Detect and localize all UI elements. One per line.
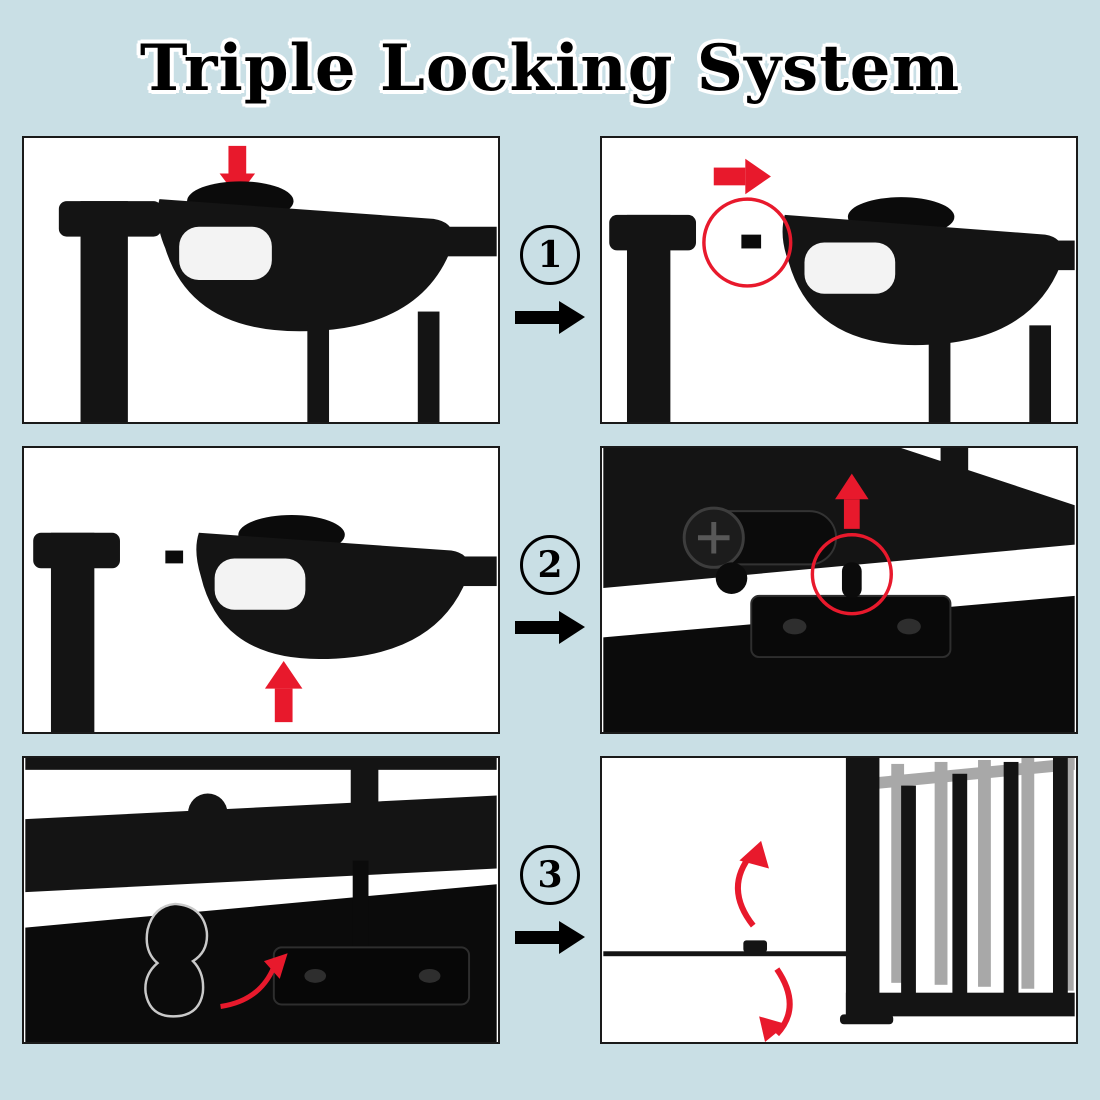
foot-pedal-closeup-illustration <box>25 757 497 1042</box>
step-arrow-icon <box>515 920 585 954</box>
screw-icon <box>418 968 441 983</box>
panel-step2-left <box>22 445 500 734</box>
foot-pedal-outline <box>144 902 209 1018</box>
red-swing-up-arrow-icon <box>734 840 769 928</box>
step-connector-2: 2 <box>500 446 600 734</box>
step-arrow-icon <box>515 300 585 334</box>
step-connector-3: 3 <box>500 756 600 1044</box>
red-highlight-circle-icon <box>810 532 893 615</box>
screw-icon <box>782 618 807 634</box>
panel-step1-left <box>22 135 500 424</box>
diagram-title: Triple Locking System <box>139 31 961 106</box>
panel-step3-right <box>600 755 1078 1044</box>
bottom-latch-closeup-illustration <box>603 447 1075 732</box>
screw-icon <box>897 618 921 634</box>
latch-pin <box>165 550 184 563</box>
handle-release-button <box>179 226 272 280</box>
gate-handle-slide-illustration <box>609 158 1075 422</box>
step-arrow-icon <box>515 610 585 644</box>
step-row-2: 2 <box>22 445 1078 734</box>
latch-pin <box>741 234 762 249</box>
bottom-pin <box>841 561 862 598</box>
red-up-arrow-icon <box>835 473 869 529</box>
gate-swing-both-ways-illustration <box>603 757 1075 1042</box>
floor-latch-base <box>272 945 471 1006</box>
step-row-1: 1 <box>22 135 1078 424</box>
step-row-3: 3 <box>22 755 1078 1044</box>
gate-handle-lift-up-illustration <box>33 514 497 732</box>
panel-step1-right <box>600 135 1078 424</box>
gate-frame-post <box>845 757 880 1016</box>
red-up-arrow-icon <box>264 660 303 722</box>
step-number-badge: 1 <box>520 224 580 285</box>
red-right-arrow-icon <box>713 158 771 194</box>
handle-release-button <box>804 242 896 294</box>
step-number-badge: 3 <box>520 844 580 905</box>
handle-release-button <box>214 558 306 610</box>
screw-icon <box>304 968 327 983</box>
floor-latch <box>743 940 768 952</box>
red-curved-arrow-icon <box>220 952 288 1009</box>
step-connector-1: 1 <box>500 136 600 424</box>
red-swing-down-arrow-icon <box>759 966 793 1042</box>
panel-step2-right <box>600 445 1078 734</box>
gate-handle-press-down-illustration <box>58 145 497 422</box>
step-number-badge: 2 <box>520 534 580 595</box>
red-highlight-circle-icon <box>702 197 793 288</box>
panel-step3-left <box>22 755 500 1044</box>
